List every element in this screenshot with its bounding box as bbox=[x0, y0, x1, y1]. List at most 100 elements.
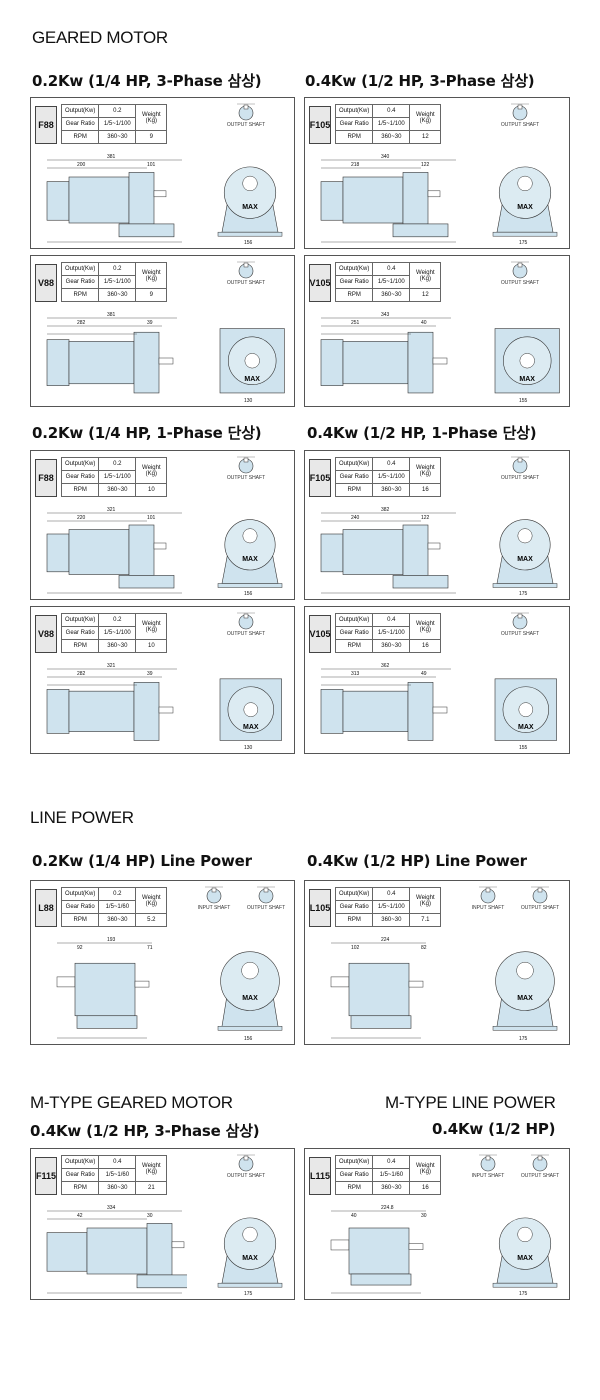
dim-width: 175 bbox=[244, 1291, 253, 1297]
front-view-drawing: MAX bbox=[494, 328, 560, 394]
dim-overall: 362 bbox=[381, 663, 390, 669]
output-label: Output(Kw) bbox=[60, 457, 100, 471]
model-code: F88 bbox=[35, 459, 57, 497]
heading-0.4kw-3phase: 0.4Kw (1/2 HP, 3-Phase 삼상) bbox=[305, 72, 535, 90]
dim-gear: 71 bbox=[147, 945, 153, 951]
dim-overall: 224.8 bbox=[381, 1205, 394, 1211]
input-shaft-figure: INPUT SHAFT bbox=[463, 885, 513, 911]
rpm-label: RPM bbox=[334, 483, 374, 497]
dim-overall: 381 bbox=[107, 154, 116, 160]
spec-card-0: F88 Output(Kw) 0.2 Weight (Kg) Gear Rati… bbox=[30, 97, 295, 249]
drawing-area: 381 200 101 MAX 156 bbox=[37, 154, 290, 246]
output-label: Output(Kw) bbox=[334, 1155, 374, 1169]
output-shaft-figure: OUTPUT SHAFT bbox=[221, 1153, 271, 1179]
ratio-value: 1/5~1/60 bbox=[98, 1168, 137, 1182]
output-shaft-label: OUTPUT SHAFT bbox=[226, 475, 266, 481]
output-value: 0.2 bbox=[98, 613, 137, 627]
spec-table: Output(Kw) 0.2 Weight (Kg) Gear Ratio 1/… bbox=[60, 613, 168, 653]
side-view-drawing bbox=[330, 942, 426, 1039]
dim-gear: 30 bbox=[147, 1213, 153, 1219]
dim-motor: 92 bbox=[77, 945, 83, 951]
rpm-value: 360~30 bbox=[98, 1181, 137, 1195]
weight-value: 16 bbox=[409, 1181, 442, 1195]
ratio-value: 1/5~1/100 bbox=[98, 275, 137, 289]
spec-card-2: V88 Output(Kw) 0.2 Weight (Kg) Gear Rati… bbox=[30, 255, 295, 407]
rpm-value: 360~30 bbox=[98, 639, 137, 653]
drawing-area: 381 282 39 MAX 130 bbox=[37, 312, 290, 404]
rpm-label: RPM bbox=[334, 639, 374, 653]
dim-motor: 42 bbox=[77, 1213, 83, 1219]
output-label: Output(Kw) bbox=[334, 262, 374, 276]
drawing-area: 193 92 71 MAX 156 bbox=[37, 937, 290, 1042]
weight-value: 9 bbox=[135, 130, 168, 144]
dim-gear: 101 bbox=[147, 515, 156, 521]
output-shaft-label: OUTPUT SHAFT bbox=[226, 280, 266, 286]
weight-value: 16 bbox=[409, 639, 442, 653]
model-code: L115 bbox=[309, 1157, 331, 1195]
model-code: V88 bbox=[35, 615, 57, 653]
dim-overall: 193 bbox=[107, 937, 116, 943]
spec-card-4: F88 Output(Kw) 0.2 Weight (Kg) Gear Rati… bbox=[30, 450, 295, 600]
max-label: MAX bbox=[517, 556, 533, 563]
weight-value: 10 bbox=[135, 639, 168, 653]
weight-label: Weight (Kg) bbox=[135, 613, 168, 640]
spec-table: Output(Kw) 0.4 Weight (Kg) Gear Ratio 1/… bbox=[334, 1155, 442, 1195]
ratio-value: 1/5~1/100 bbox=[372, 470, 411, 484]
spec-card-6: V88 Output(Kw) 0.2 Weight (Kg) Gear Rati… bbox=[30, 606, 295, 754]
dim-width: 130 bbox=[244, 745, 253, 751]
output-shaft-figure: OUTPUT SHAFT bbox=[241, 885, 291, 911]
output-shaft-figure: OUTPUT SHAFT bbox=[515, 885, 565, 911]
rpm-label: RPM bbox=[60, 639, 100, 653]
rpm-label: RPM bbox=[334, 130, 374, 144]
rpm-value: 360~30 bbox=[98, 130, 137, 144]
front-view-drawing: MAX bbox=[492, 519, 558, 588]
output-label: Output(Kw) bbox=[60, 104, 100, 118]
section-title-line-power: LINE POWER bbox=[30, 808, 134, 827]
output-shaft-figure: OUTPUT SHAFT bbox=[515, 1153, 565, 1179]
output-value: 0.2 bbox=[98, 457, 137, 471]
spec-card-7: V105 Output(Kw) 0.4 Weight (Kg) Gear Rat… bbox=[304, 606, 570, 754]
output-shaft-figure: OUTPUT SHAFT bbox=[221, 455, 271, 481]
dim-motor: 282 bbox=[77, 320, 86, 326]
heading-0.4kw-1phase: 0.4Kw (1/2 HP, 1-Phase 단상) bbox=[307, 424, 537, 442]
rpm-value: 360~30 bbox=[372, 483, 411, 497]
output-shaft-label: OUTPUT SHAFT bbox=[500, 122, 540, 128]
input-shaft-label: INPUT SHAFT bbox=[471, 905, 505, 911]
section-title-mtype-geared: M-TYPE GEARED MOTOR bbox=[30, 1093, 233, 1112]
rpm-value: 360~30 bbox=[98, 288, 137, 302]
dim-overall: 321 bbox=[107, 663, 116, 669]
output-shaft-label: OUTPUT SHAFT bbox=[226, 631, 266, 637]
dim-motor: 313 bbox=[351, 671, 360, 677]
dim-overall: 224 bbox=[381, 937, 390, 943]
dim-motor: 218 bbox=[351, 162, 360, 168]
max-label: MAX bbox=[243, 724, 259, 731]
drawing-area: 343 251 40 MAX 155 bbox=[311, 312, 565, 404]
weight-label: Weight (Kg) bbox=[409, 1155, 442, 1182]
ratio-value: 1/5~1/100 bbox=[372, 626, 411, 640]
dim-motor: 251 bbox=[351, 320, 360, 326]
drawing-area: 224.8 40 30 MAX 175 bbox=[311, 1205, 565, 1297]
spec-card-10: F115 Output(Kw) 0.4 Weight (Kg) Gear Rat… bbox=[30, 1148, 295, 1300]
heading-0.2kw-line: 0.2Kw (1/4 HP) Line Power bbox=[32, 852, 252, 870]
model-code: F105 bbox=[309, 106, 331, 144]
rpm-value: 360~30 bbox=[372, 1181, 411, 1195]
side-view-drawing bbox=[320, 159, 456, 243]
weight-label: Weight (Kg) bbox=[409, 262, 442, 289]
max-label: MAX bbox=[244, 376, 260, 383]
input-shaft-label: INPUT SHAFT bbox=[197, 905, 231, 911]
max-label: MAX bbox=[517, 204, 533, 211]
heading-0.2kw-3phase: 0.2Kw (1/4 HP, 3-Phase 삼상) bbox=[32, 72, 262, 90]
side-view-drawing bbox=[330, 1210, 426, 1294]
ratio-value: 1/5~1/100 bbox=[98, 117, 137, 131]
spec-table: Output(Kw) 0.2 Weight (Kg) Gear Ratio 1/… bbox=[60, 887, 168, 927]
spec-table: Output(Kw) 0.4 Weight (Kg) Gear Ratio 1/… bbox=[334, 262, 442, 302]
output-shaft-figure: OUTPUT SHAFT bbox=[495, 455, 545, 481]
dim-gear: 122 bbox=[421, 162, 430, 168]
output-shaft-label: OUTPUT SHAFT bbox=[520, 1173, 560, 1179]
ratio-label: Gear Ratio bbox=[60, 470, 100, 484]
output-label: Output(Kw) bbox=[334, 613, 374, 627]
output-shaft-label: OUTPUT SHAFT bbox=[500, 280, 540, 286]
ratio-label: Gear Ratio bbox=[60, 117, 100, 131]
max-label: MAX bbox=[517, 1255, 533, 1262]
spec-table: Output(Kw) 0.4 Weight (Kg) Gear Ratio 1/… bbox=[334, 613, 442, 653]
